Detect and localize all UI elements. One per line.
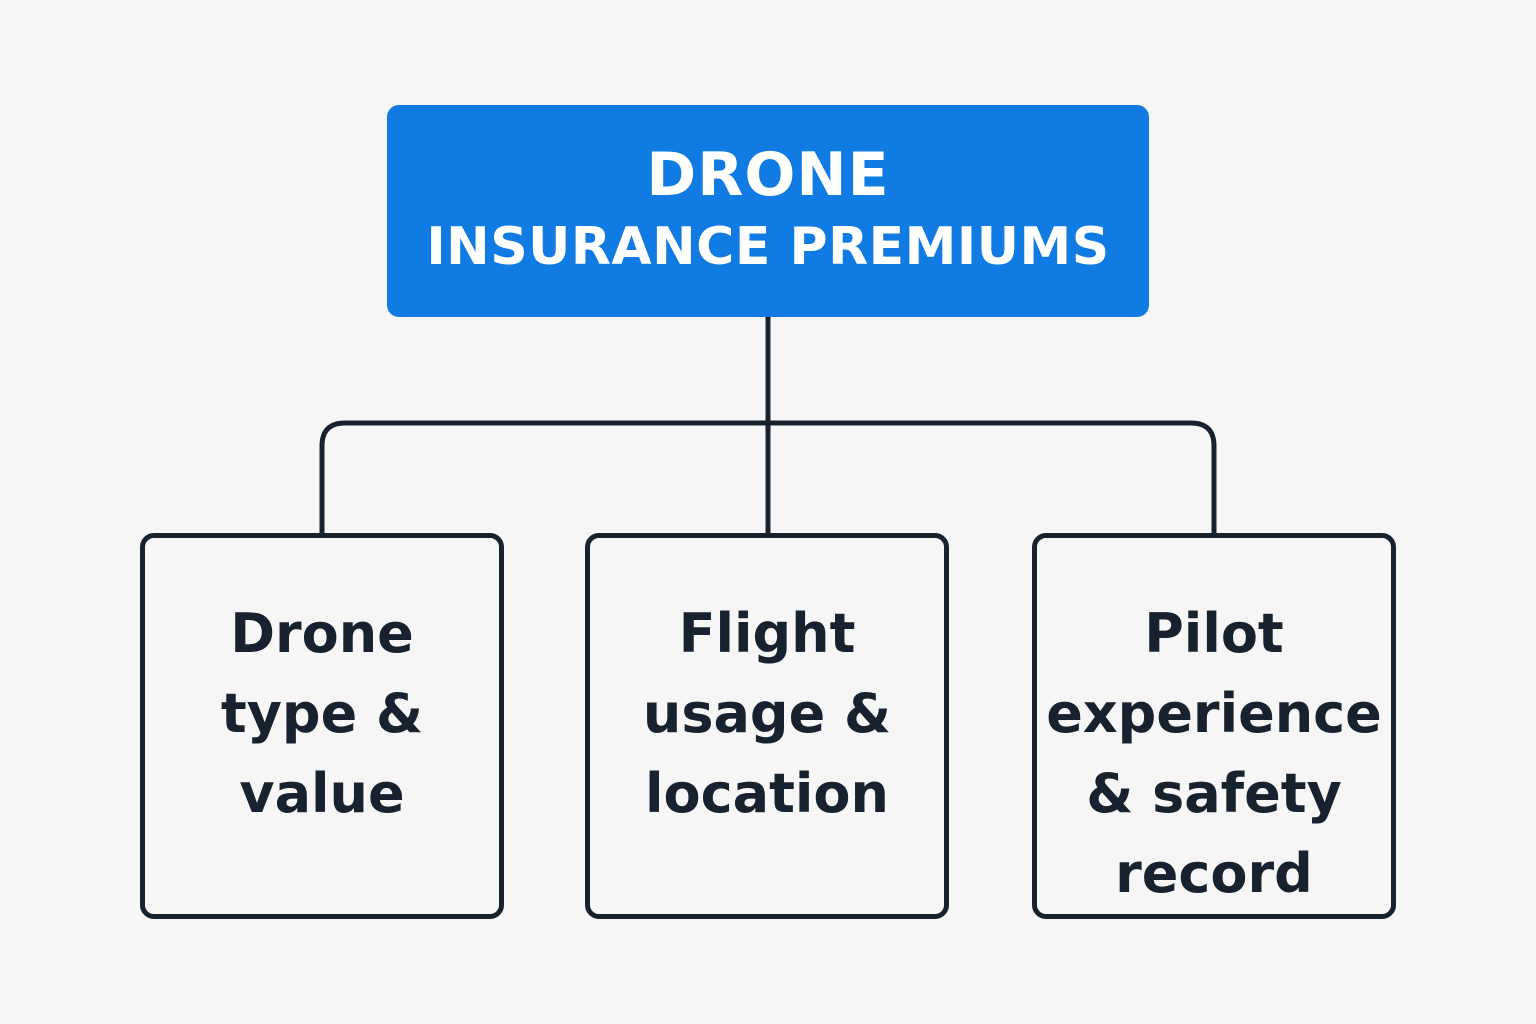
- root-title-line2: INSURANCE PREMIUMS: [426, 217, 1110, 277]
- factor-label: Pilot experience & safety record: [1046, 602, 1382, 905]
- factor-label: Flight usage & location: [642, 602, 892, 825]
- root-node: DRONE INSURANCE PREMIUMS: [387, 105, 1149, 317]
- root-title-line1: DRONE: [646, 140, 890, 210]
- factor-label: Drone type & value: [220, 602, 424, 825]
- factor-node-pilot-experience: Pilot experience & safety record: [1032, 533, 1396, 919]
- branch-connector: [319, 420, 1217, 533]
- factor-node-flight-usage: Flight usage & location: [585, 533, 949, 919]
- factor-node-drone-type: Drone type & value: [140, 533, 504, 919]
